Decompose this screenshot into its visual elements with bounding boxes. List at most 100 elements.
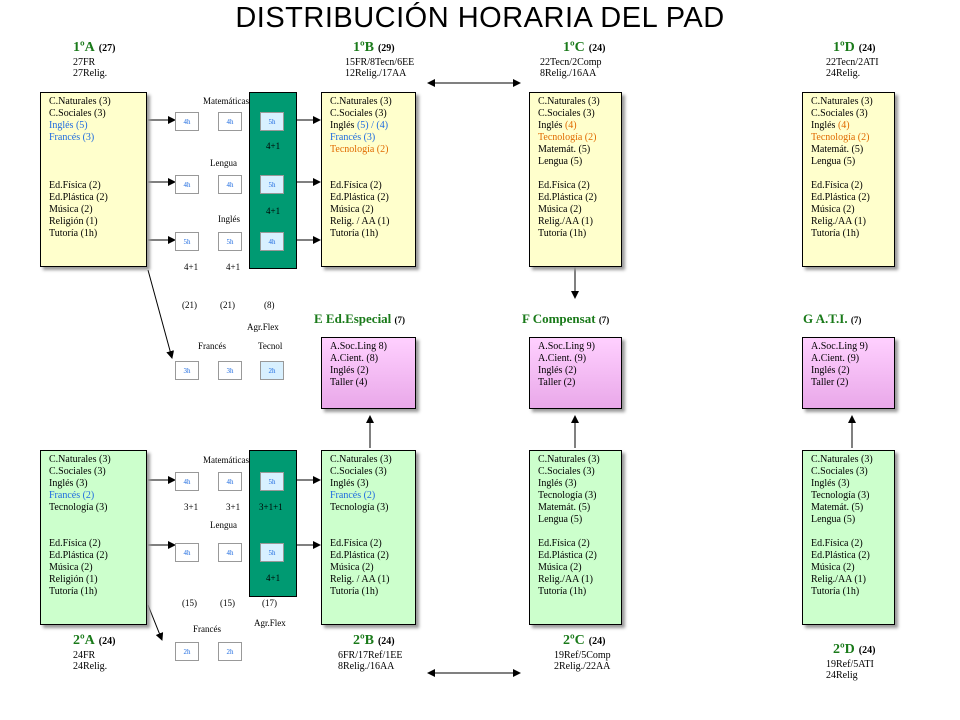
subject-line: C.Naturales (3) [811, 96, 873, 107]
special-line: A.Soc.Ling 8) [330, 341, 387, 352]
section-name: A.T.I. [815, 311, 848, 326]
section-name: Compensat [532, 311, 596, 326]
subject-hours: (5) / (4) [356, 120, 389, 131]
subjects-box-2a: C.Naturales (3) C.Sociales (3) Inglés (3… [40, 450, 147, 625]
subject-line: Ed.Física (2) [330, 180, 382, 191]
hours-note: 3+1 [226, 502, 241, 512]
hours-box: 5h [260, 543, 284, 562]
label-lengua: Lengua [210, 520, 237, 530]
subject-line: Inglés (3) [49, 478, 88, 489]
label-tecnol: Tecnol [258, 341, 283, 351]
subject-line: Francés (2) [330, 490, 376, 501]
label-lengua: Lengua [210, 158, 237, 168]
subject-line: Tutoría (1h) [49, 586, 98, 597]
hours-box: 4h [260, 232, 284, 251]
special-line: A.Cient. (9) [811, 353, 860, 364]
subject-line: Tutoría (1h) [330, 586, 379, 597]
hours-box: 4h [218, 543, 242, 562]
special-line: A.Soc.Ling 9) [811, 341, 868, 352]
subject-line: Tecnología (3) [49, 502, 108, 513]
subject-line: C.Naturales (3) [330, 454, 392, 465]
subject-hours: (4) [837, 120, 850, 131]
subject-line: Francés (3) [330, 132, 376, 143]
group-1c-sub: 22Tecn/2Comp 8Relig./16AA [540, 57, 602, 79]
hours-box: 4h [175, 543, 199, 562]
subject-line: Música (2) [538, 562, 582, 573]
subject-line: Tecnología (2) [330, 144, 389, 155]
group-1b-count: (29) [377, 43, 395, 54]
group-2d-count: (24) [858, 645, 876, 656]
label-frances: Francés [198, 341, 226, 351]
group-2a-sub2: 24Relig. [73, 661, 108, 672]
special-line: A.Cient. (9) [538, 353, 587, 364]
subject-line: Francés (2) [49, 490, 95, 501]
subject-line: Relig. / AA (1) [330, 574, 390, 585]
section-g-label: G A.T.I. (7) [803, 311, 861, 327]
subjects-box-1d: C.Naturales (3) C.Sociales (3) Inglés (4… [802, 92, 895, 267]
subject-line: Tutoría (1h) [811, 586, 860, 597]
subject-line: Ed.Plástica (2) [811, 192, 870, 203]
subject-line: C.Naturales (3) [330, 96, 392, 107]
special-line: Inglés (2) [538, 365, 577, 376]
group-1a-sub: 27FR 27Relig. [73, 57, 107, 79]
subject-line: C.Sociales (3) [330, 108, 387, 119]
hours-box: 4h [175, 472, 199, 491]
special-box-e: A.Soc.Ling 8) A.Cient. (8) Inglés (2) Ta… [321, 337, 416, 409]
subject-line: C.Sociales (3) [538, 108, 595, 119]
group-2b-sub1: 6FR/17Ref/1EE [338, 650, 403, 661]
subject-line: Matemát. (5) [811, 144, 864, 155]
hours-box: 5h [260, 472, 284, 491]
special-line: Taller (2) [811, 377, 849, 388]
subject-line: Música (2) [811, 562, 855, 573]
subject-line: Tecnología (2) [811, 132, 870, 143]
group-2d-name: 2ºD [833, 642, 855, 657]
subject-line: Ed.Física (2) [330, 538, 382, 549]
group-1d-sub1: 22Tecn/2ATI [826, 57, 879, 68]
group-2c-count: (24) [588, 636, 606, 647]
hours-note: 3+1 [184, 502, 199, 512]
section-count: (7) [598, 315, 610, 325]
group-1a-sub1: 27FR [73, 57, 96, 68]
total-label: (8) [264, 300, 275, 310]
group-2c-sub: 19Ref/5Comp 2Relig./22AA [554, 650, 611, 672]
group-2a-name: 2ºA [73, 633, 95, 648]
group-2d-sub: 19Ref/5ATI 24Relig [826, 659, 874, 681]
subject-line: Matemát. (5) [811, 502, 864, 513]
subject-line: Ed.Plástica (2) [49, 192, 108, 203]
group-1a-sub2: 27Relig. [73, 68, 108, 79]
group-1b-sub2: 12Relig./17AA [345, 68, 407, 79]
section-count: (7) [850, 315, 862, 325]
subject-line: Música (2) [330, 204, 374, 215]
label-matematicas: Matemáticas [203, 96, 249, 106]
special-line: A.Cient. (8) [330, 353, 379, 364]
hours-box: 5h [260, 175, 284, 194]
subject-line: Ed.Plástica (2) [811, 550, 870, 561]
hours-note: 4+1 [226, 262, 241, 272]
subject-line: Música (2) [49, 562, 93, 573]
hours-box: 4h [175, 175, 199, 194]
group-1c-sub1: 22Tecn/2Comp [540, 57, 602, 68]
total-label: (15) [182, 598, 197, 608]
group-2b-count: (24) [377, 636, 395, 647]
subjects-box-1b: C.Naturales (3) C.Sociales (3) Inglés (5… [321, 92, 416, 267]
group-1d-name: 1ºD [833, 40, 855, 55]
group-2c-sub2: 2Relig./22AA [554, 661, 611, 672]
hours-note: 4+1 [266, 573, 281, 583]
section-f-label: F Compensat (7) [522, 311, 609, 327]
group-1d-heading: 1ºD (24) [833, 38, 875, 56]
group-2a-sub: 24FR 24Relig. [73, 650, 107, 672]
subject-line: C.Naturales (3) [811, 454, 873, 465]
hours-note: 4+1 [184, 262, 199, 272]
hours-box: 4h [218, 472, 242, 491]
group-1b-sub1: 15FR/8Tecn/6EE [345, 57, 415, 68]
group-2d-sub2: 24Relig [826, 670, 858, 681]
hours-box: 2h [218, 642, 242, 661]
hours-box: 3h [175, 361, 199, 380]
subject-line: Ed.Plástica (2) [330, 550, 389, 561]
hours-note: 3+1+1 [259, 502, 283, 512]
subject-line: Lengua (5) [811, 156, 856, 167]
agr-flex-label: Agr.Flex [254, 618, 286, 628]
label-matematicas: Matemáticas [203, 455, 249, 465]
subjects-box-2b: C.Naturales (3) C.Sociales (3) Inglés (3… [321, 450, 416, 625]
